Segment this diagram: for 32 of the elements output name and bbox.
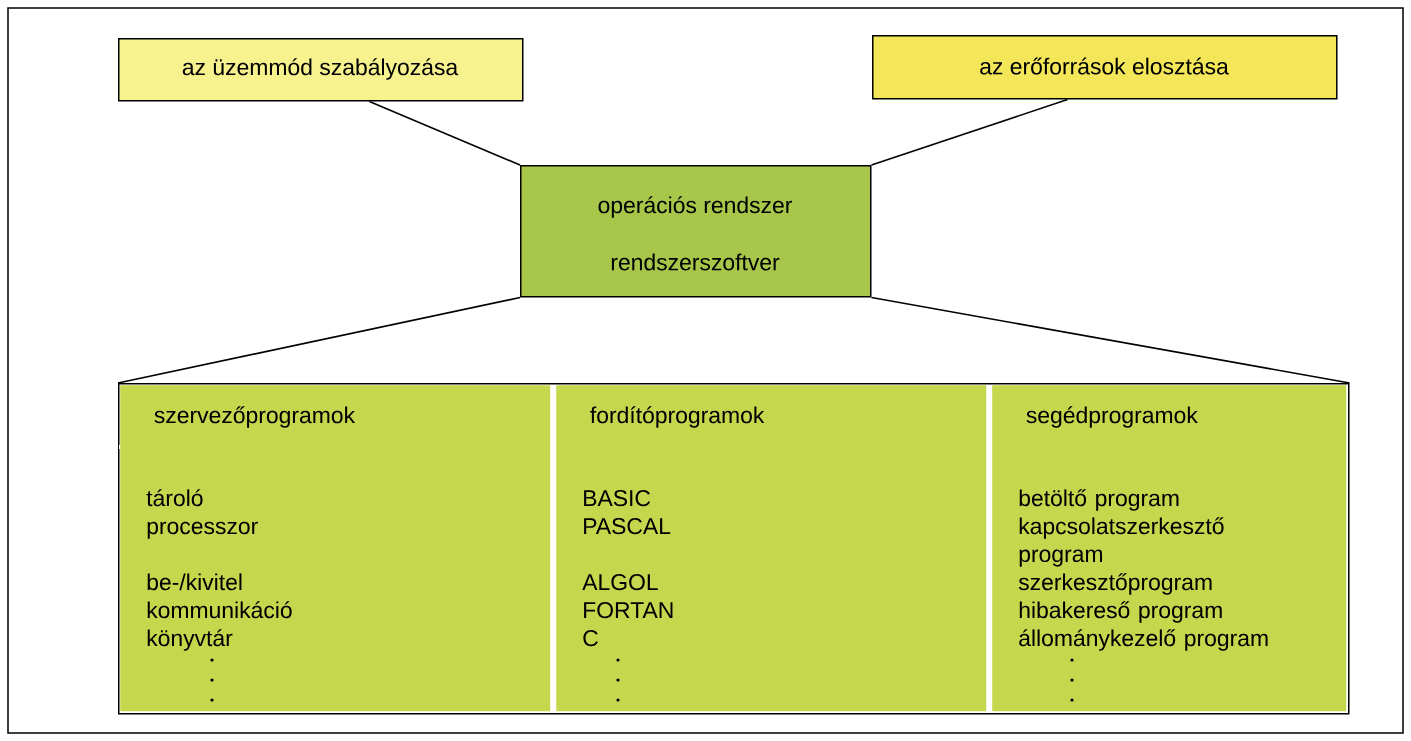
connector-line	[117, 296, 521, 384]
list-item: PASCAL	[584, 518, 671, 535]
table-column	[120, 385, 551, 712]
column-heading: szervezőprogramok	[154, 406, 356, 428]
column-heading: fordítóprogramok	[590, 406, 765, 428]
list-item: szerkesztőprogram	[1018, 573, 1212, 595]
list-item: könyvtár	[147, 629, 233, 651]
column-heading: segédprogramok	[1026, 406, 1198, 428]
connector-line	[368, 100, 521, 166]
table-column	[556, 385, 987, 712]
box-label: operációs rendszer	[598, 196, 792, 218]
list-item: hibakereső program	[1019, 601, 1222, 623]
list-item: processzor	[147, 521, 258, 539]
connector-line	[870, 296, 1351, 384]
list-item: FORTAN	[584, 602, 673, 619]
list-item: BASIC	[584, 490, 651, 507]
box-label: az üzemmód szabályozása	[182, 58, 459, 80]
list-item: állománykezelő program	[1019, 629, 1268, 651]
connector-line	[870, 98, 1069, 166]
task-box	[872, 35, 1338, 100]
list-item: ALGOL	[582, 574, 658, 591]
box-label: rendszerszoftver	[611, 253, 780, 271]
list-item: betöltő program	[1019, 489, 1179, 511]
list-item: kommunikáció	[147, 601, 292, 619]
task-box	[118, 38, 524, 102]
box-label: az erőforrások elosztása	[980, 57, 1229, 75]
list-item: tároló	[146, 489, 203, 507]
system-box	[520, 165, 872, 298]
table-column	[992, 385, 1347, 712]
list-item: kapcsolatszerkesztő program	[1019, 517, 1224, 567]
list-item: C	[583, 630, 598, 647]
list-item: be-/kivitel	[147, 573, 242, 591]
